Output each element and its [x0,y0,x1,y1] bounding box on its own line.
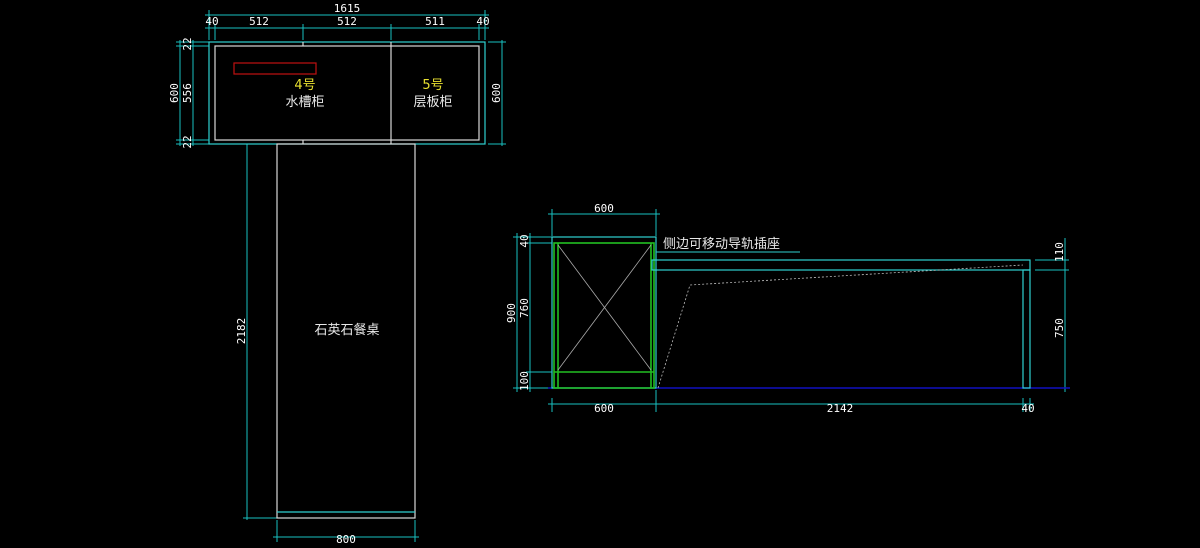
dim-left-inner: 556 [181,83,194,103]
cabinet-4-number: 4号 [294,78,315,93]
support-dashed-line [657,264,1024,389]
dim-elev-mid: 760 [518,298,531,318]
cabinet-carcass [553,242,655,389]
callout-label: 侧边可移动导轨插座 [663,237,780,252]
cabinet-5-name: 层板柜 [413,95,452,110]
elevation-dimensions [513,209,1069,412]
dim-elev-bottom-table: 2142 [827,402,854,415]
cabinet-4-name: 水槽柜 [285,95,324,110]
dim-right-end: 40 [476,15,489,28]
elevation-view: 侧边可移动导轨插座 600 900 40 760 100 110 750 600… [505,202,1070,415]
dim-elev-top-width: 600 [594,202,614,215]
dim-table-length: 2182 [235,318,248,345]
dim-left-end: 40 [205,15,218,28]
dim-elev-bottom-cabinet: 600 [594,402,614,415]
dim-left-top: 22 [181,37,194,50]
dim-w1: 512 [249,15,269,28]
dim-left-bottom: 22 [181,135,194,148]
dim-w3: 511 [425,15,445,28]
cabinet-outline [208,41,486,145]
dim-elev-bottom-leg: 40 [1021,402,1034,415]
plan-top-dimensions [176,10,506,542]
table-top [651,259,1031,271]
dim-w2: 512 [337,15,357,28]
table-leg [1022,269,1031,389]
dim-overall-width: 1615 [334,2,361,15]
dim-elev-base: 100 [518,371,531,391]
dining-table-label: 石英石餐桌 [314,322,379,338]
dim-table-width: 800 [336,533,356,546]
cabinet-inner [214,45,480,141]
dim-left-total: 600 [168,83,181,103]
dining-table-outline [276,143,416,519]
plan-view: 1615 40 512 512 511 40 600 556 22 22 600… [168,2,506,546]
cabinet-5-number: 5号 [422,78,443,93]
dim-elev-right-height: 750 [1053,318,1066,338]
dim-right-total: 600 [490,83,503,103]
dim-elev-total-height: 900 [505,303,518,323]
dim-elev-top-thk: 40 [518,234,531,247]
sink-outline [233,62,317,75]
dim-elev-right-top: 110 [1053,242,1066,262]
